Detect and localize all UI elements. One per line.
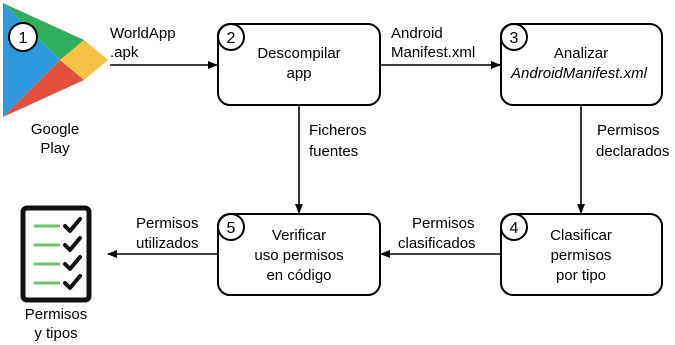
edge-label: WorldApp — [110, 25, 176, 42]
edge-label: utilizados — [136, 235, 199, 252]
step-number: 3 — [510, 30, 519, 47]
step-1-badge: 1 — [8, 22, 38, 52]
edge-label: Manifest.xml — [391, 44, 475, 61]
step-title: app — [286, 65, 311, 82]
step-5-box: 5 Verificar uso permisos en código — [217, 213, 381, 296]
step-number: 1 — [19, 30, 28, 47]
output-label-line1: Permisos — [25, 306, 88, 323]
step-number: 2 — [227, 30, 236, 47]
edge-label: Ficheros — [309, 122, 367, 139]
edge-label: Permisos — [597, 122, 660, 139]
checklist-icon — [20, 205, 92, 303]
step-title: por tipo — [556, 267, 606, 284]
step-number: 5 — [227, 220, 236, 237]
edge-label: declarados — [596, 143, 669, 160]
edge-label: clasificados — [398, 235, 476, 252]
edge-label: Permisos — [136, 215, 199, 232]
step-number: 4 — [510, 220, 519, 237]
step-4-box: 4 Clasificar permisos por tipo — [500, 213, 663, 296]
step-title: uso permisos — [254, 247, 343, 264]
edge-label: .apk — [110, 44, 139, 61]
edge-label: Permisos — [412, 215, 475, 232]
edge-label: Android — [391, 25, 443, 42]
edge-label: fuentes — [309, 143, 358, 160]
google-play-logo-icon — [3, 3, 108, 117]
step-2-box: 2 Descompilar app — [217, 23, 381, 106]
step-title: Descompilar — [257, 45, 340, 62]
step-title: Analizar — [554, 45, 608, 62]
step-title: en código — [266, 267, 331, 284]
source-label-line2: Play — [40, 140, 70, 157]
output-label-line2: y tipos — [34, 325, 77, 342]
step-title: Clasificar — [550, 227, 612, 244]
source-label-line1: Google — [31, 121, 79, 138]
step-title: AndroidManifest.xml — [510, 65, 648, 82]
step-title: Verificar — [272, 227, 326, 244]
step-title: permisos — [551, 247, 612, 264]
step-3-box: 3 Analizar AndroidManifest.xml — [500, 23, 663, 106]
